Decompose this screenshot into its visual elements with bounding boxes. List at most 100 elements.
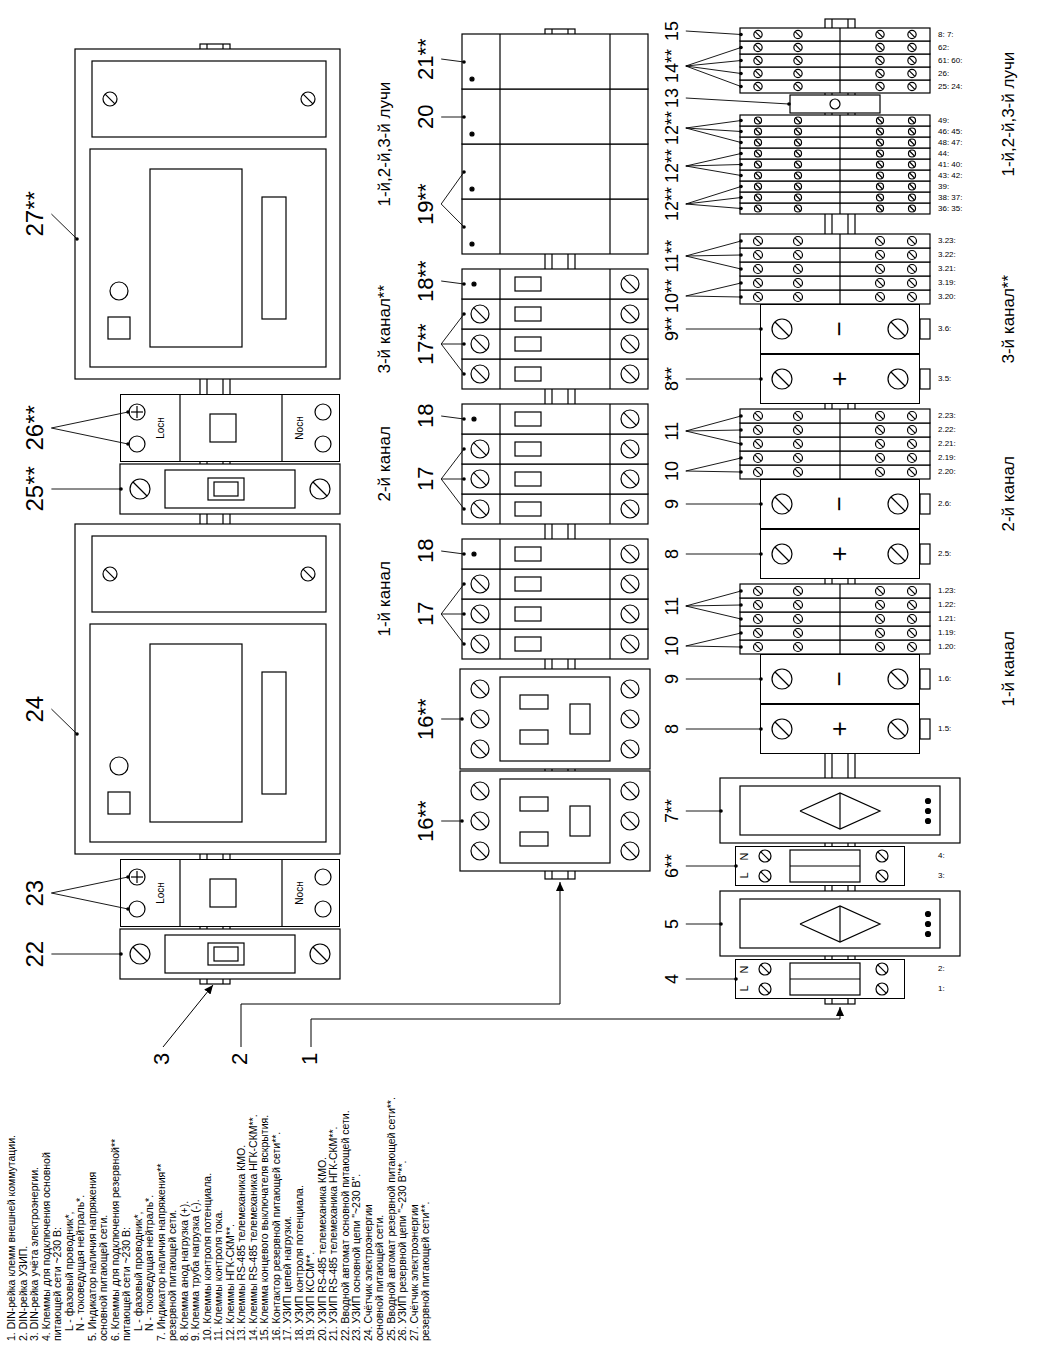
terminal-screw	[908, 183, 915, 190]
screw-slot	[755, 455, 761, 461]
screw-slot	[755, 630, 761, 636]
leader-dot	[739, 119, 743, 123]
callout-number: 24	[22, 696, 48, 723]
screw-slot	[474, 578, 487, 591]
terminal-screw	[772, 369, 792, 389]
detail-line	[609, 199, 610, 254]
callout-number: 9**	[663, 317, 683, 341]
leader-dot	[462, 312, 466, 316]
energy-meter	[75, 524, 340, 854]
leader-line	[686, 198, 741, 205]
leader-line	[686, 679, 761, 680]
terminal-screw	[876, 161, 883, 168]
terminal-screw	[926, 809, 931, 814]
leader-dot	[739, 59, 743, 63]
screw-slot	[877, 238, 883, 244]
terminal-screw	[908, 43, 916, 51]
terminal-screw	[794, 56, 802, 64]
screw-slot	[877, 588, 883, 594]
channel-label: 2-й канал	[376, 426, 395, 501]
detail-line	[499, 199, 500, 254]
power-terminal-body	[760, 529, 920, 579]
terminal-screw	[876, 172, 883, 179]
leader-dot	[739, 163, 743, 167]
leader-line	[441, 719, 462, 720]
screw-slot	[795, 413, 801, 419]
screw-slot	[756, 206, 761, 211]
terminal-screw	[129, 436, 145, 452]
leader-dot	[739, 428, 743, 432]
terminal-screw	[888, 319, 908, 339]
screw-slot	[877, 84, 883, 90]
spd-pole	[462, 269, 648, 299]
power-terminal-body	[760, 654, 920, 704]
legend-item: L - фазовый проводник*,	[64, 1041, 76, 1341]
terminal-number: 46: 45:	[938, 127, 962, 136]
screw-slot	[909, 588, 915, 594]
detail-line	[499, 539, 500, 569]
terminal-screw	[754, 293, 763, 302]
screw-slot	[775, 322, 789, 336]
detail-line	[839, 640, 840, 654]
terminal-screw	[794, 69, 802, 77]
screw-slot	[909, 616, 915, 622]
callout-number: 9	[663, 499, 683, 509]
screw-slot	[474, 338, 487, 351]
screw-slot	[474, 638, 487, 651]
terminal-number: 2.19:	[938, 454, 956, 463]
spd-window	[515, 367, 541, 381]
leader-line	[686, 504, 761, 505]
terminal-screw	[472, 282, 476, 286]
thin-terminal	[740, 80, 930, 93]
leader-dot	[462, 372, 466, 376]
terminal-screw	[471, 305, 489, 323]
terminal-screw	[129, 404, 145, 420]
leader-dot	[739, 207, 743, 211]
leader-line	[686, 128, 741, 143]
detail-line	[499, 329, 500, 359]
legend-item: 13. Клеммы RS-485 телемеханика КМО.	[236, 1041, 248, 1341]
detail-line	[609, 599, 610, 629]
terminal-screw	[754, 468, 763, 477]
screw-slot	[796, 184, 801, 189]
screw-slot	[133, 482, 147, 496]
terminal-number: 44:	[938, 149, 949, 158]
terminal-screw	[621, 275, 639, 293]
terminal-screw	[472, 552, 476, 556]
legend-item: L - фазовый проводник*,	[133, 1041, 145, 1341]
meter-front	[90, 149, 326, 367]
meter-led	[108, 792, 130, 814]
spd-pole	[462, 629, 648, 659]
terminal-number: 39:	[938, 182, 949, 191]
screw-slot	[910, 129, 915, 134]
terminal-screw	[876, 150, 883, 157]
contactor-plate	[570, 806, 590, 836]
thin-terminal	[740, 584, 930, 598]
contactor-plate	[570, 704, 590, 734]
terminal-screw	[926, 799, 931, 804]
thin-terminal	[740, 159, 930, 170]
terminal-tab	[920, 544, 930, 564]
screw-slot	[755, 280, 761, 286]
terminal-screw	[103, 92, 117, 106]
contactor	[460, 771, 650, 871]
leader-dot	[739, 130, 743, 134]
leader-dot	[462, 552, 466, 556]
leader-line	[441, 614, 464, 615]
callout-number: 9	[663, 674, 683, 684]
screw-slot	[775, 722, 789, 736]
callout-number: 8	[663, 549, 683, 559]
legend-item: 24. Счётчик электроэнергии основной пита…	[363, 1173, 386, 1341]
meter-nameplate	[262, 672, 286, 794]
terminal-number: 2.5:	[938, 550, 951, 559]
detail-line	[609, 569, 610, 599]
terminal-screw	[794, 643, 803, 652]
screw-slot	[755, 71, 761, 77]
node-text: −	[761, 480, 919, 528]
screw-slot	[756, 140, 761, 145]
detail-line	[839, 465, 840, 479]
terminal-screw	[908, 629, 917, 638]
leader-arrow	[311, 1007, 840, 1047]
thin-terminal	[740, 137, 930, 148]
node-text: Nосн	[294, 860, 305, 926]
